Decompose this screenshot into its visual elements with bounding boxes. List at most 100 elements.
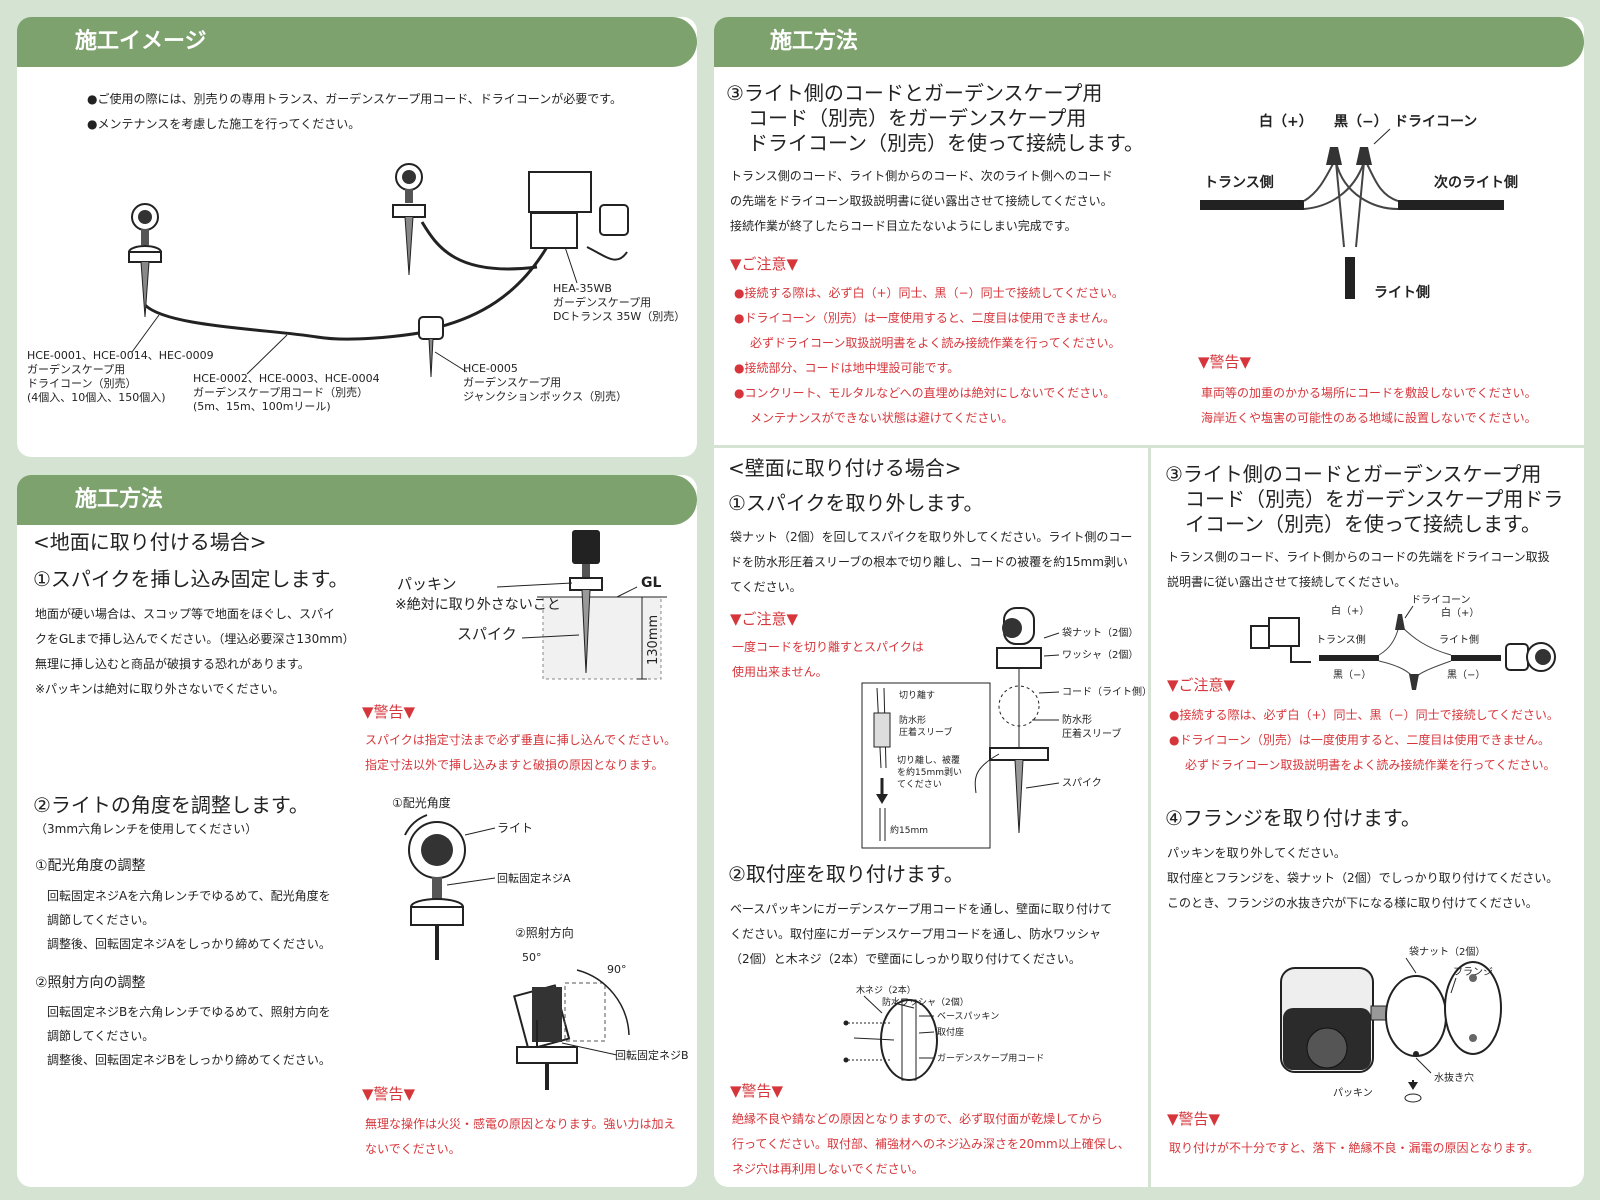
body-line: トランス側のコード、ライト側からのコードの先端をドライコーン取扱	[1167, 550, 1550, 564]
panel-title: 施工イメージ	[17, 17, 697, 67]
cut-label: 切り離す	[899, 689, 935, 701]
step-heading: ④フランジを取り付けます。	[1165, 806, 1421, 830]
spike-light-1	[128, 203, 162, 318]
body-line: 回転固定ネジBを六角レンチでゆるめて、照射方向を	[47, 1005, 331, 1019]
wall-wiring-diagram: ドライコーン 白（+） 白（+） トランス側 ライト側 黒（−） 黒（−）	[1250, 594, 1556, 690]
caution-line: ●ドライコーン（別売）は一度使用すると、二度目は使用できません。	[734, 311, 1116, 325]
gl-label: GL	[641, 575, 661, 591]
warning-line: 無理な操作は火災・感電の原因となります。強い力は加え	[365, 1117, 676, 1131]
cord-label: コード（ライト側）	[1062, 685, 1148, 698]
dry-cone-label: ドライコーン（別売）	[27, 377, 137, 390]
step-heading: ③ライト側のコードとガーデンスケープ用	[1165, 462, 1542, 486]
trans-side-label: トランス側	[1204, 174, 1274, 191]
caution-title: ▼ご注意▼	[730, 255, 799, 273]
dry-cone	[1409, 674, 1419, 690]
black-label: 黒（−）	[1334, 114, 1388, 130]
note-line: ●メンテナンスを考慮した施工を行ってください。	[87, 117, 361, 131]
warning-line: 絶縁不良や錆などの原因となりますので、必ず取付面が乾燥してから	[732, 1112, 1103, 1126]
body-line: ベースパッキンにガーデンスケープ用コードを通し、壁面に取り付けて	[730, 902, 1113, 916]
dry-cone-label: ガーデンスケープ用	[27, 363, 126, 376]
section-title: <地面に取り付ける場合>	[33, 530, 267, 554]
body-line: の先端をドライコーン取扱説明書に従い露出させて接続してください。	[730, 194, 1113, 208]
black-label: 黒（−）	[1333, 669, 1371, 681]
transformer-label: ガーデンスケープ用	[553, 296, 652, 309]
wiring-diagram: 白（+） 黒（−） ドライコーン トランス側 次のライト側 ライト側	[1200, 113, 1518, 301]
angle-title: ①配光角度	[392, 795, 451, 810]
body-line: 地面が硬い場合は、スコップ等で地面をほぐし、スパイ	[35, 607, 336, 621]
dry-cone-label: HCE-0001、HCE-0014、HEC-0009	[27, 349, 214, 362]
warning-line: 取り付けが不十分ですと、落下・絶縁不良・漏電の原因となります。	[1169, 1141, 1539, 1155]
sleeve-label: 防水形	[899, 714, 926, 726]
nut-label: 袋ナット（2個）	[1409, 945, 1485, 958]
body-line: （2個）と木ネジ（2本）で壁面にしっかり取り付けてください。	[730, 952, 1081, 966]
body-line: てください。	[730, 580, 802, 594]
body-line: 説明書に従い露出させて接続してください。	[1167, 575, 1407, 589]
transformer	[528, 171, 629, 249]
step-heading: ①スパイクを挿し込み固定します。	[33, 567, 349, 591]
sub-heading: ①配光角度の調整	[35, 858, 146, 874]
body-line: トランス側のコード、ライト側からのコード、次のライト側へのコード	[730, 169, 1113, 183]
screw-label: 木ネジ（2本）	[856, 984, 916, 996]
ground-method-panel: 施工方法 <地面に取り付ける場合> ①スパイクを挿し込み固定します。 地面が硬い…	[17, 475, 697, 1187]
flange-label: フランジ	[1453, 966, 1493, 978]
note-line: ●ご使用の際には、別売りの専用トランス、ガーデンスケープ用コード、ドライコーンが…	[87, 92, 622, 106]
caution-line: メンテナンスができない状態は避けてください。	[750, 411, 1014, 425]
angle-adjust-figure: ①配光角度 ライト 回転固定ネジA ②照射方向 50° 90° 回転固定ネジB	[392, 795, 689, 1090]
packing-note-label: ※絶対に取り外さないこと	[395, 597, 561, 613]
transformer-label: HEA-35WB	[553, 282, 612, 295]
approx-label: 約15mm	[890, 824, 928, 836]
junction-box	[418, 316, 444, 378]
cord-line	[143, 303, 426, 341]
screw-b-label: 回転固定ネジB	[615, 1048, 689, 1062]
dry-cone-label: (4個入、10個入、150個入)	[27, 391, 166, 404]
method-panel: 施工方法 ③ライト側のコードとガーデンスケープ用 コード（別売）をガーデンスケー…	[714, 17, 1584, 445]
caution-line: ●ドライコーン（別売）は一度使用すると、二度目は使用できません。	[1169, 733, 1551, 747]
caution-line: 使用出来ません。	[732, 665, 828, 679]
caution-line: ●接続する際は、必ず白（+）同士、黒（−）同士で接続してください。	[1169, 708, 1559, 722]
body-line: クをGLまで挿し込んでください。（埋込必要深さ130mm）	[35, 632, 355, 646]
step-heading: ③ライト側のコードとガーデンスケープ用	[726, 81, 1103, 105]
body-line: ※パッキンは絶対に取り外さないでください。	[35, 682, 285, 696]
step-heading: ②ライトの角度を調整します。	[33, 793, 309, 817]
step-heading: コード（別売）をガーデンスケープ用ドラ	[1185, 487, 1564, 511]
cord-label: HCE-0002、HCE-0003、HCE-0004	[193, 372, 380, 385]
warning-line: 指定寸法以外で挿し込みますと破損の原因となります。	[365, 758, 664, 772]
construction-image-panel: 施工イメージ ●ご使用の際には、別売りの専用トランス、ガーデンスケープ用コード、…	[17, 17, 697, 457]
junction-box-label: HCE-0005	[463, 362, 518, 375]
light-angle-figure	[404, 814, 496, 960]
light-label: ライト	[497, 821, 533, 835]
deg-50-label: 50°	[522, 951, 542, 964]
step-subnote: （3mm六角レンチを使用してください）	[35, 822, 258, 836]
packing-label: パッキン	[397, 575, 457, 593]
warning-line: 行ってください。取付部、補強材へのネジ込み深さを20mm以上確保し、	[732, 1137, 1130, 1151]
depth-label: 130mm	[646, 615, 661, 665]
black-label: 黒（−）	[1447, 669, 1485, 681]
base-packing-label: ベースパッキン	[937, 1011, 999, 1022]
direction-figure	[513, 969, 630, 1090]
caution-line: 必ずドライコーン取扱説明書をよく読み接続作業を行ってください。	[1185, 758, 1556, 772]
caution-line: ●接続部分、コードは地中埋設可能です。	[734, 361, 960, 375]
body-line: 調節してください。	[47, 913, 155, 927]
sleeve2-label: 防水形	[1062, 713, 1092, 726]
spike-label: スパイク	[457, 625, 517, 643]
caution-title: ▼ご注意▼	[730, 610, 799, 628]
step-heading: ドライコーン（別売）を使って接続します。	[748, 131, 1144, 155]
spike-depth-figure: GL 130mm	[496, 530, 667, 680]
warning-title: ▼警告▼	[362, 1085, 416, 1103]
washer-label: 防水ワッシャ（2個）	[882, 996, 969, 1008]
light-side-label: ライト側	[1374, 284, 1430, 301]
white-label: 白（+）	[1331, 604, 1369, 617]
warning-line: 海岸近くや塩害の可能性のある地域に設置しないでください。	[1201, 411, 1537, 425]
strip-label: を約15mm剥い	[897, 766, 962, 778]
base-label: 取付座	[937, 1026, 964, 1038]
body-line: 回転固定ネジAを六角レンチでゆるめて、配光角度を	[47, 889, 331, 903]
sleeve2-label: 圧着スリーブ	[1062, 727, 1121, 740]
dry-cone-label: ドライコーン	[1394, 114, 1477, 130]
direction-title: ②照射方向	[515, 925, 574, 940]
caution-line: 一度コードを切り離すとスパイクは	[732, 640, 924, 654]
strip-label: 切り離し、被覆	[897, 754, 960, 766]
cord-label: ガーデンスケープ用コード	[937, 1052, 1044, 1064]
screw-a-label: 回転固定ネジA	[497, 871, 571, 885]
dry-cone-label: ドライコーン	[1411, 594, 1471, 606]
deg-90-label: 90°	[607, 963, 627, 976]
